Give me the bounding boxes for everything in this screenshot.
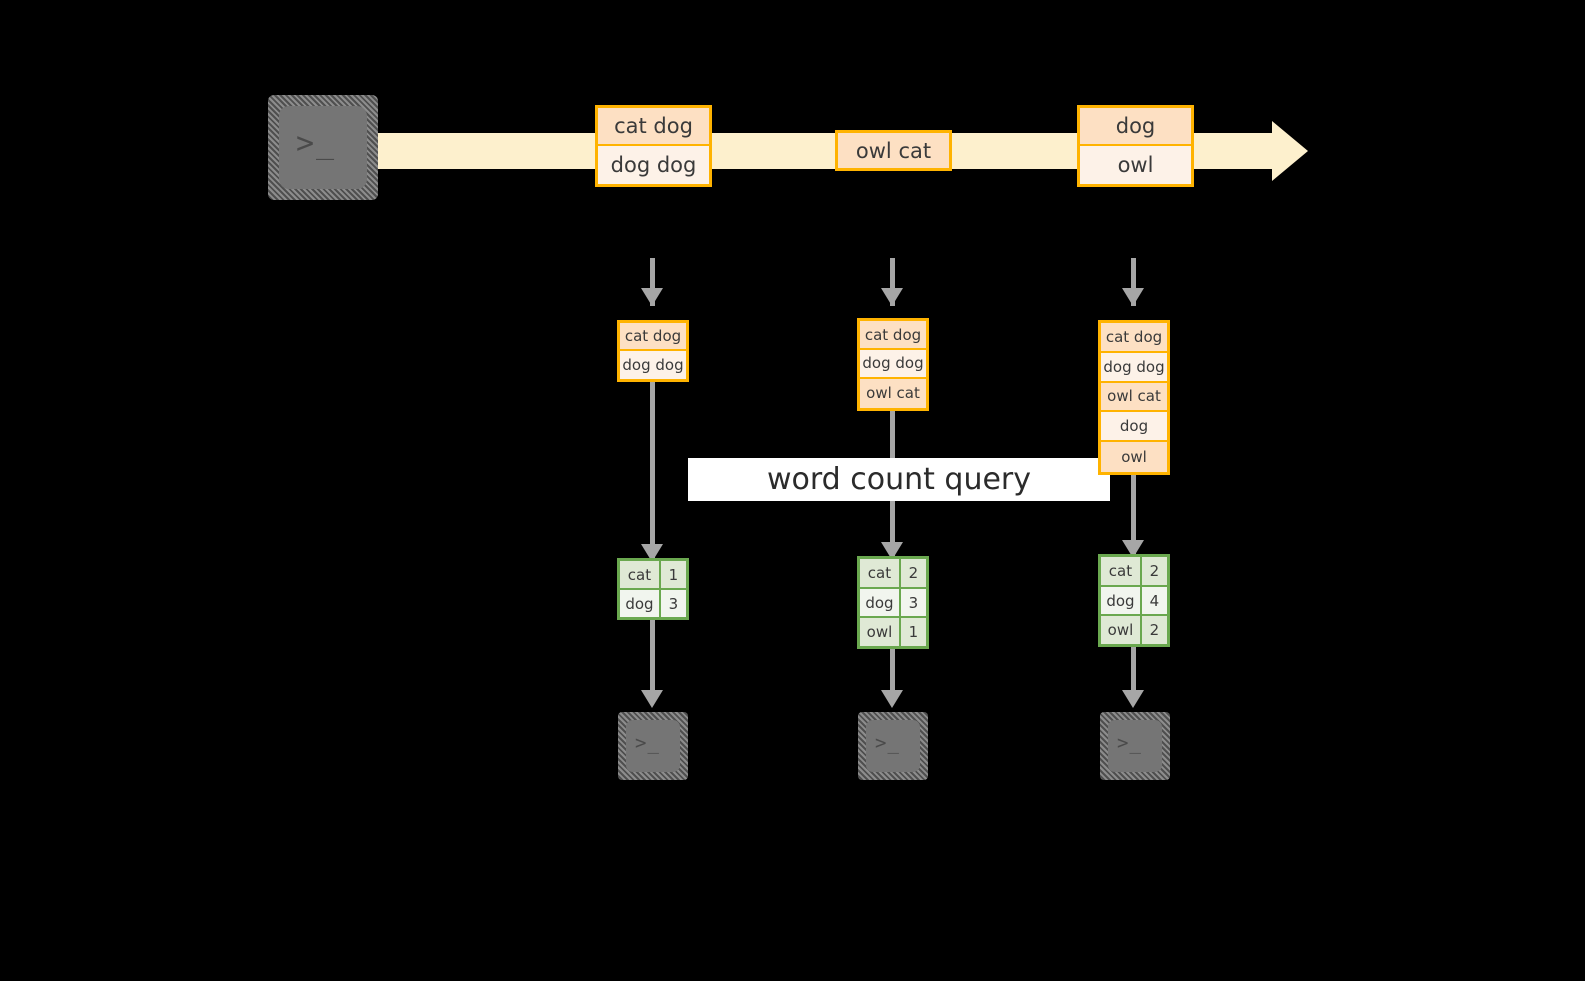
snapshot-table-row: cat dog (860, 321, 926, 350)
snapshot-3-dashed-shaft (1131, 258, 1136, 306)
snapshot-2-sink-shaft (890, 649, 895, 694)
terminal-prompt-glyph: >_ (1117, 732, 1142, 754)
result-count: 1 (900, 618, 926, 647)
result-count: 3 (900, 588, 926, 617)
result-row: dog 3 (620, 590, 686, 617)
snapshot-1-sink-arrowhead (641, 690, 663, 708)
result-count: 2 (900, 559, 926, 587)
terminal-screen (1108, 720, 1162, 772)
stream-record-1[interactable]: cat dog dog dog (595, 105, 712, 187)
result-count: 2 (1141, 616, 1167, 645)
terminal-screen (626, 720, 680, 772)
result-word: dog (860, 588, 901, 617)
snapshot-3-dashed-arrowhead (1122, 288, 1144, 306)
terminal-screen (866, 720, 920, 772)
result-word: cat (1101, 557, 1142, 585)
stream-arrow-head (1272, 121, 1308, 181)
snapshot-2-query-arrowhead (881, 542, 903, 560)
result-row: cat 2 (860, 559, 926, 589)
terminal-screen (279, 106, 367, 189)
snapshot-table-row: dog dog (860, 350, 926, 379)
sink-terminal-icon-3[interactable]: >_ (1100, 712, 1170, 780)
snapshot-table-row: cat dog (1101, 323, 1167, 353)
snapshot-1-dashed-arrowhead (641, 288, 663, 306)
snapshot-1-result[interactable]: cat 1 dog 3 (617, 558, 689, 620)
stream-record-line: owl (1080, 146, 1191, 184)
snapshot-3-query-shaft (1131, 475, 1136, 556)
stream-record-2[interactable]: owl cat (835, 130, 952, 171)
snapshot-1-dashed-shaft (650, 258, 655, 306)
result-row: owl 2 (1101, 616, 1167, 645)
snapshot-table-row: dog dog (1101, 352, 1167, 383)
result-count: 1 (660, 561, 686, 588)
stream-record-line: dog (1080, 108, 1191, 146)
snapshot-table-row: owl cat (860, 378, 926, 408)
stream-record-line: cat dog (598, 108, 709, 146)
result-row: dog 4 (1101, 586, 1167, 617)
result-row: cat 1 (620, 561, 686, 590)
terminal-prompt-glyph: >_ (296, 126, 337, 161)
result-count: 3 (660, 590, 686, 617)
snapshot-2-result[interactable]: cat 2 dog 3 owl 1 (857, 556, 929, 649)
source-terminal-icon[interactable]: >_ (268, 95, 378, 200)
snapshot-table-row: owl cat (1101, 382, 1167, 413)
snapshot-3-result[interactable]: cat 2 dog 4 owl 2 (1098, 554, 1170, 647)
snapshot-table-row: owl (1101, 442, 1167, 472)
snapshot-2-dashed-shaft (890, 258, 895, 306)
snapshot-3-sink-shaft (1131, 647, 1136, 694)
stream-record-line: owl cat (838, 133, 949, 168)
result-row: owl 1 (860, 618, 926, 647)
snapshot-1-query-shaft (650, 382, 655, 558)
terminal-prompt-glyph: >_ (635, 732, 660, 754)
stream-record-line: dog dog (598, 146, 709, 184)
result-count: 2 (1141, 557, 1167, 585)
snapshot-1-query-arrowhead (641, 544, 663, 562)
result-word: dog (620, 590, 661, 617)
snapshot-1-table[interactable]: cat dog dog dog (617, 320, 689, 382)
result-word: cat (620, 561, 661, 588)
sink-terminal-icon-2[interactable]: >_ (858, 712, 928, 780)
terminal-prompt-glyph: >_ (875, 732, 900, 754)
snapshot-table-row: dog dog (620, 351, 686, 379)
snapshot-3-table[interactable]: cat dog dog dog owl cat dog owl (1098, 320, 1170, 475)
snapshot-2-dashed-arrowhead (881, 288, 903, 306)
snapshot-3-sink-arrowhead (1122, 690, 1144, 708)
snapshot-2-table[interactable]: cat dog dog dog owl cat (857, 318, 929, 411)
snapshot-table-row: dog (1101, 412, 1167, 443)
stream-record-3[interactable]: dog owl (1077, 105, 1194, 187)
result-word: cat (860, 559, 901, 587)
snapshot-2-sink-arrowhead (881, 690, 903, 708)
result-word: dog (1101, 586, 1142, 615)
result-row: cat 2 (1101, 557, 1167, 587)
snapshot-3-query-arrowhead (1122, 540, 1144, 558)
result-row: dog 3 (860, 588, 926, 619)
query-label: word count query (688, 458, 1110, 501)
result-word: owl (1101, 616, 1142, 645)
snapshot-1-sink-shaft (650, 620, 655, 694)
sink-terminal-icon-1[interactable]: >_ (618, 712, 688, 780)
result-count: 4 (1141, 586, 1167, 615)
snapshot-table-row: cat dog (620, 323, 686, 351)
result-word: owl (860, 618, 901, 647)
